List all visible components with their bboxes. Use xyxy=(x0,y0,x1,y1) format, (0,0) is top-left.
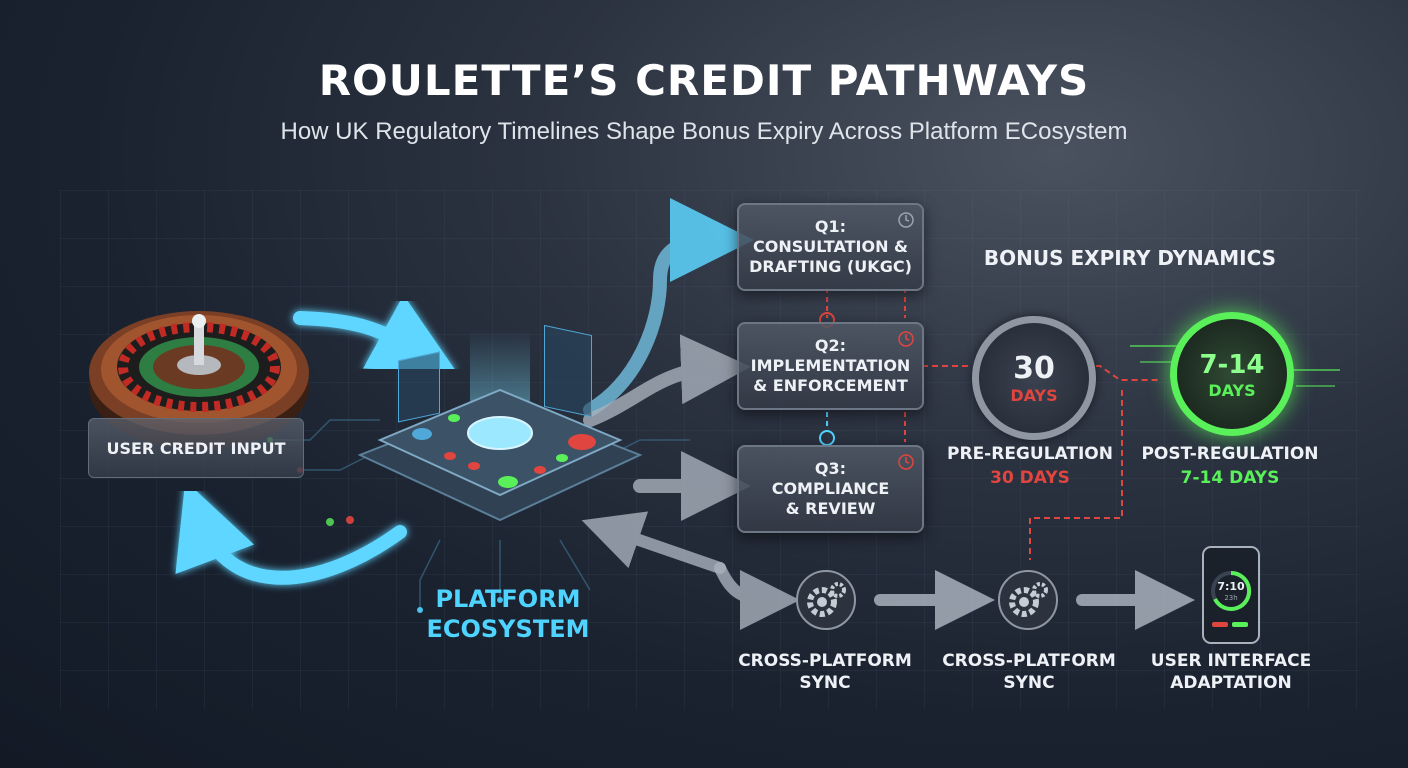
input-node: USER CREDIT INPUT xyxy=(88,418,304,478)
stage-q2-box: Q2: IMPLEMENTATION & ENFORCEMENT xyxy=(737,322,924,410)
pre-regulation-ring: 30 DAYS xyxy=(972,316,1096,440)
post-regulation-value: 7-14 xyxy=(1199,349,1265,380)
input-node-label: USER CREDIT INPUT xyxy=(106,438,286,458)
flow-ui-adaptation-label: USER INTERFACE ADAPTATION xyxy=(1150,651,1312,693)
clock-icon xyxy=(898,212,914,228)
bonus-heading: BONUS EXPIRY DYNAMICS xyxy=(983,246,1277,270)
flow-sync-2-label: CROSS-PLATFORM SYNC xyxy=(942,651,1116,693)
pre-regulation-value: 30 xyxy=(1013,350,1055,386)
page-title: ROULETTE’S CREDIT PATHWAYS xyxy=(318,56,1090,105)
clock-icon xyxy=(898,454,914,470)
pre-regulation-label: PRE-REGULATION 30 DAYS xyxy=(947,444,1113,488)
phone-time: 7:10 xyxy=(1217,580,1245,593)
arrow-hub-to-q1 xyxy=(583,198,754,417)
floating-panel-right xyxy=(544,324,592,418)
clock-icon xyxy=(898,331,914,347)
arrow-hub-to-q2 xyxy=(583,334,751,427)
hub-node-label: PLATFORM ECOSYSTEM xyxy=(426,585,590,643)
phone-dial xyxy=(1211,570,1252,611)
smartphone-icon: 7:10 23h xyxy=(1202,546,1260,644)
phone-button-red xyxy=(1212,622,1228,627)
arrow-hub-to-input xyxy=(175,480,407,585)
post-regulation-ring: 7-14 DAYS xyxy=(1170,312,1294,436)
gear-icon xyxy=(998,570,1058,630)
post-regulation-unit: DAYS xyxy=(1208,380,1256,400)
post-regulation-label: POST-REGULATION 7-14 DAYS xyxy=(1141,444,1319,488)
floating-panel-left xyxy=(398,351,440,423)
arrow-sync-to-hub xyxy=(581,511,726,574)
page-subtitle: How UK Regulatory Timelines Shape Bonus … xyxy=(280,118,1128,145)
arrow-input-to-hub xyxy=(293,294,457,373)
gear-icon xyxy=(796,570,856,630)
stage-q3-box: Q3: COMPLIANCE & REVIEW xyxy=(737,445,924,533)
stage-q1-box: Q1: CONSULTATION & DRAFTING (UKGC) xyxy=(737,203,924,291)
pre-regulation-unit: DAYS xyxy=(1010,385,1058,405)
flow-sync-1-label: CROSS-PLATFORM SYNC xyxy=(738,651,912,693)
phone-small: 23h xyxy=(1224,594,1238,602)
phone-button-green xyxy=(1232,622,1248,627)
platform-hub-icon xyxy=(357,330,643,522)
